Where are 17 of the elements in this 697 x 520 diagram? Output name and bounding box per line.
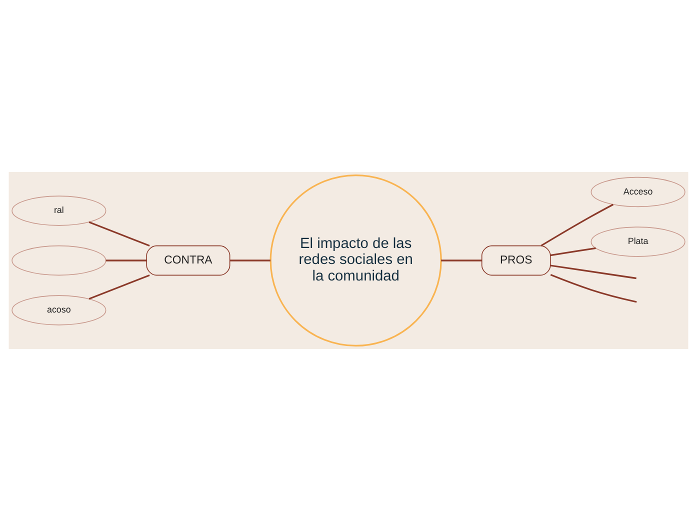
connector [106, 259, 146, 261]
node-ellipse: Plata [590, 226, 686, 256]
connector [550, 264, 636, 279]
connector [88, 220, 150, 246]
connector [540, 203, 614, 246]
node-box: CONTRA [146, 244, 230, 276]
connector [550, 274, 637, 302]
connector [88, 274, 150, 300]
connector [230, 259, 270, 261]
node-ellipse: Acceso [590, 176, 686, 207]
node-ellipse: acoso [12, 294, 106, 325]
connector [441, 259, 482, 261]
connector [550, 246, 596, 256]
node-ellipse [12, 244, 106, 276]
node-ellipse: ral [12, 195, 106, 226]
node-circle: El impacto de las redes sociales en la comunidad [270, 174, 442, 346]
node-box: PROS [481, 244, 551, 276]
